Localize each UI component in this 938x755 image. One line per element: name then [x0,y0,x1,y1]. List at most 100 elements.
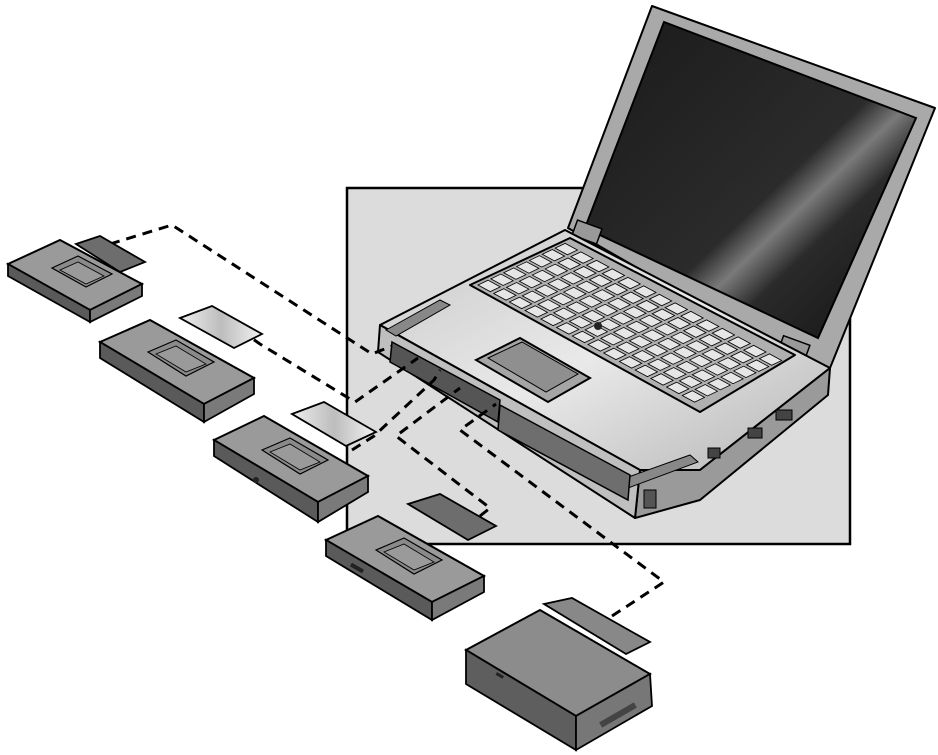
keyboard-key [557,257,582,270]
keyboard-key [742,344,767,358]
keyboard-key [701,348,726,362]
keyboard-key [505,282,530,295]
keyboard-key [539,313,565,327]
keyboard-key [698,334,723,347]
keyboard-key [599,333,625,346]
keyboard-key [602,347,627,361]
keyboard-key [537,299,562,312]
keyboard-key [647,358,672,371]
keyboard-key [732,365,757,379]
keyboard-key [672,346,697,359]
keyboard-key [554,242,579,256]
keyboard-key [638,314,663,328]
keyboard-key [714,342,739,355]
keyboard-key [669,331,695,345]
keyboard-key [612,326,637,340]
module-3[interactable] [211,401,378,524]
keyboard-key [555,322,580,335]
keyboard-key [675,360,700,374]
keyboard-key [632,285,657,298]
keyboard-key [758,353,783,366]
keyboard-key [641,329,666,342]
keyboard-key [694,384,719,397]
keyboard-key [727,336,752,349]
keyboard-key [717,357,742,370]
keyboard-key [515,261,540,274]
keyboard-key [544,263,569,277]
keyboard-key [618,356,643,369]
keyboard-key [678,375,703,388]
keyboard-key [568,316,593,329]
keyboard-key [607,297,632,311]
module-5-battery[interactable] [463,597,653,752]
connector-line-4 [393,386,493,518]
keyboard-key [644,343,669,357]
keyboard-key [664,302,689,315]
keyboard-key [604,283,629,296]
keyboard-key [534,284,559,297]
keyboard-key [617,276,642,290]
keyboard-key [578,295,603,308]
keyboard-key [719,371,745,385]
connector-line-2 [239,328,419,404]
keyboard-key [649,373,675,386]
keyboard-key [597,318,622,331]
keyboard-key [628,335,653,348]
keyboard-key [549,292,575,306]
keyboard-key [609,312,635,325]
keyboard-key [588,274,613,287]
module-2[interactable] [97,305,264,424]
keyboard-key [552,307,577,320]
keyboard-key [581,309,606,323]
module-4[interactable] [323,493,498,622]
keyboard-key [489,273,515,286]
keyboard-key [688,354,713,368]
keyboard-key [477,279,502,293]
keyboard-key [518,275,543,289]
keyboard-key [502,267,527,280]
keyboard-key [651,308,676,321]
connector-lines [109,223,667,618]
module-1[interactable] [5,235,148,324]
keyboard-key [587,339,612,352]
keyboard-key [571,330,596,344]
keyboard-key [591,289,616,302]
keyboard-key [521,290,546,303]
keyboard-key [704,363,729,376]
keyboard-key [662,367,687,380]
keyboard-key [569,251,595,264]
keyboard-key [541,249,566,262]
connector-line-1 [109,223,393,356]
keyboard-key [615,341,640,354]
keyboard-key [559,272,585,285]
keyboard-key [562,286,587,300]
keyboard-key [745,359,770,372]
keyboard-key [528,255,553,268]
keyboard-key [648,293,673,307]
keyboard-key [634,364,659,378]
keyboard-key [729,351,755,364]
keyboard-key [631,350,656,363]
keyboard-key [565,301,590,314]
keyboard-key [625,320,650,334]
keyboard-key [619,291,645,304]
pointing-stick [594,322,602,330]
keyboard-key [508,296,533,310]
keyboard-key [601,268,626,281]
keyboard-key [665,381,690,395]
keyboard-key [575,280,600,294]
laptop [377,5,936,519]
keyboard-key [679,310,705,324]
keyboard-key [659,352,685,365]
keyboard-key [635,300,660,313]
keyboard-key [654,323,679,336]
keyboard-key [681,390,706,403]
keyboard-key [492,288,517,301]
keyboard-key [584,324,609,337]
keyboard-key [594,303,619,317]
keyboard-key [657,337,682,351]
keyboard-key [695,319,720,332]
keyboard-key [524,305,549,318]
keyboard-key [547,278,572,291]
